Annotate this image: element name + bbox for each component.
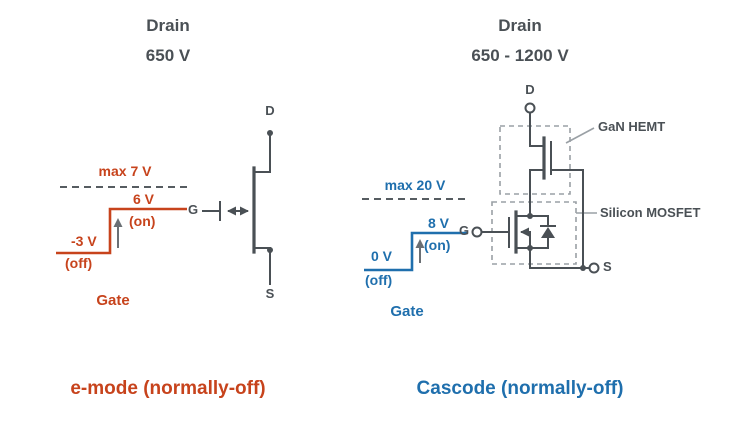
hemt-gate-feedback-wire (550, 169, 584, 269)
left-gate-axis-label: Gate (96, 292, 130, 309)
source-terminal (588, 262, 600, 274)
right-source-terminal-label: S (603, 259, 612, 274)
gan-hemt-dashed-box (499, 125, 571, 195)
right-drain-terminal-label: D (525, 82, 535, 97)
left-max-voltage-label: max 7 V (98, 163, 152, 179)
left-on-voltage: 6 V (133, 191, 155, 207)
left-off-voltage: -3 V (71, 233, 97, 249)
body-diode-bottom-wire (529, 237, 549, 249)
drain-junction-dot (527, 213, 533, 219)
right-off-voltage: 0 V (371, 248, 393, 264)
feedback-junction-dot (580, 265, 586, 271)
source-node-dot (267, 247, 273, 253)
cascode-circuit (471, 102, 600, 274)
left-step-waveform (56, 207, 187, 255)
drain-lead (254, 132, 271, 173)
left-drain-terminal-label: D (265, 103, 275, 118)
gan-hemt-leader-line (565, 127, 595, 144)
left-transistor-symbol (202, 130, 273, 285)
left-source-terminal-label: S (265, 286, 275, 301)
left-drain-title: Drain (146, 16, 190, 35)
source-rail (529, 247, 590, 269)
source-lead (254, 247, 271, 285)
left-on-state: (on) (129, 213, 156, 229)
right-gate-waveform (362, 198, 468, 272)
right-drain-voltage: 650 - 1200 V (471, 46, 569, 65)
right-gate-axis-label: Gate (390, 303, 424, 320)
right-drain-title: Drain (498, 16, 542, 35)
right-caption: Cascode (normally-off) (416, 378, 624, 399)
right-on-voltage: 8 V (428, 215, 450, 231)
gate-terminal (471, 226, 483, 238)
hemt-source-rail (529, 169, 545, 217)
drain-node-dot (267, 130, 273, 136)
left-gate-waveform (56, 186, 190, 255)
gan-hemt-annotation: GaN HEMT (598, 119, 666, 134)
body-diode-triangle-icon (541, 227, 555, 238)
drain-terminal (524, 102, 536, 114)
right-off-state: (off) (365, 272, 393, 288)
right-step-waveform (364, 231, 468, 272)
right-on-state: (on) (424, 237, 451, 253)
right-max-voltage-label: max 20 V (384, 177, 446, 193)
left-drain-voltage: 650 V (145, 46, 191, 65)
right-gate-terminal-label: G (458, 223, 470, 238)
silicon-mosfet-annotation: Silicon MOSFET (600, 205, 701, 220)
left-caption: e-mode (normally-off) (70, 378, 266, 399)
body-diode-top-wire (529, 215, 549, 227)
left-gate-terminal-label: G (187, 202, 199, 217)
left-off-state: (off) (65, 255, 93, 271)
